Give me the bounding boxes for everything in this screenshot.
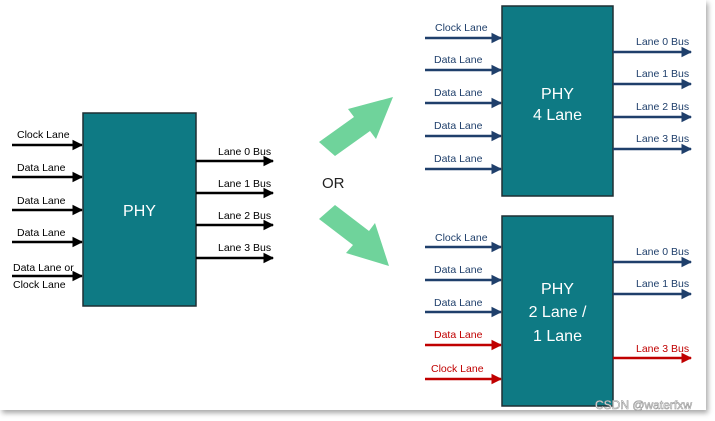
br-output-label: Lane 3 Bus <box>636 343 689 355</box>
br-phy-sublabel: 2 Lane / <box>529 304 587 321</box>
tr-phy-label: PHY <box>541 86 574 103</box>
tr-input-label: Clock Lane <box>435 22 488 34</box>
left-output-label: Lane 1 Bus <box>218 178 271 190</box>
br-phy-label: PHY <box>541 281 574 298</box>
tr-input-label: Data Lane <box>434 54 483 66</box>
br-phy-sublabel: 1 Lane <box>533 328 582 345</box>
left-output-label: Lane 2 Bus <box>218 210 271 222</box>
left-input-label: Clock Lane <box>17 129 70 141</box>
or-label: OR <box>322 175 345 192</box>
tr-input-label: Data Lane <box>434 153 483 165</box>
left-phy-group: Clock Lane Data Lane Data Lane Data Lane… <box>12 112 275 307</box>
br-input-label: Data Lane <box>434 264 483 276</box>
br-input-label: Clock Lane <box>435 232 488 244</box>
left-input-label: Data Lane <box>17 195 66 207</box>
br-phy-box <box>501 215 614 407</box>
br-output-label: Lane 0 Bus <box>636 246 689 258</box>
left-input-label: Data Lane <box>17 227 66 239</box>
left-phy-label: PHY <box>123 203 156 220</box>
tr-phy-box <box>501 5 614 197</box>
upper-green-arrow <box>319 97 393 156</box>
bottom-right-phy-group: Clock Lane Data Lane Data Lane Data Lane… <box>425 215 693 407</box>
tr-output-label: Lane 1 Bus <box>636 68 689 80</box>
tr-phy-sublabel: 4 Lane <box>533 107 582 124</box>
tr-input-label: Data Lane <box>434 87 483 99</box>
br-input-label: Data Lane <box>434 297 483 309</box>
tr-output-label: Lane 2 Bus <box>636 101 689 113</box>
top-right-phy-group: Clock Lane Data Lane Data Lane Data Lane… <box>425 5 693 197</box>
br-input-label: Clock Lane <box>431 363 484 375</box>
left-output-label: Lane 3 Bus <box>218 242 271 254</box>
tr-input-label: Data Lane <box>434 120 483 132</box>
br-input-label: Data Lane <box>434 329 483 341</box>
left-output-label: Lane 0 Bus <box>218 146 271 158</box>
watermark: CSDN @waterfxw <box>595 398 692 412</box>
left-input-label: Data Lane or <box>13 262 74 274</box>
lower-green-arrow <box>319 205 389 266</box>
left-input-label: Data Lane <box>17 162 66 174</box>
left-input-label: Clock Lane <box>13 279 66 291</box>
tr-output-label: Lane 3 Bus <box>636 133 689 145</box>
br-output-label: Lane 1 Bus <box>636 278 689 290</box>
tr-output-label: Lane 0 Bus <box>636 36 689 48</box>
left-phy-box <box>82 112 197 307</box>
